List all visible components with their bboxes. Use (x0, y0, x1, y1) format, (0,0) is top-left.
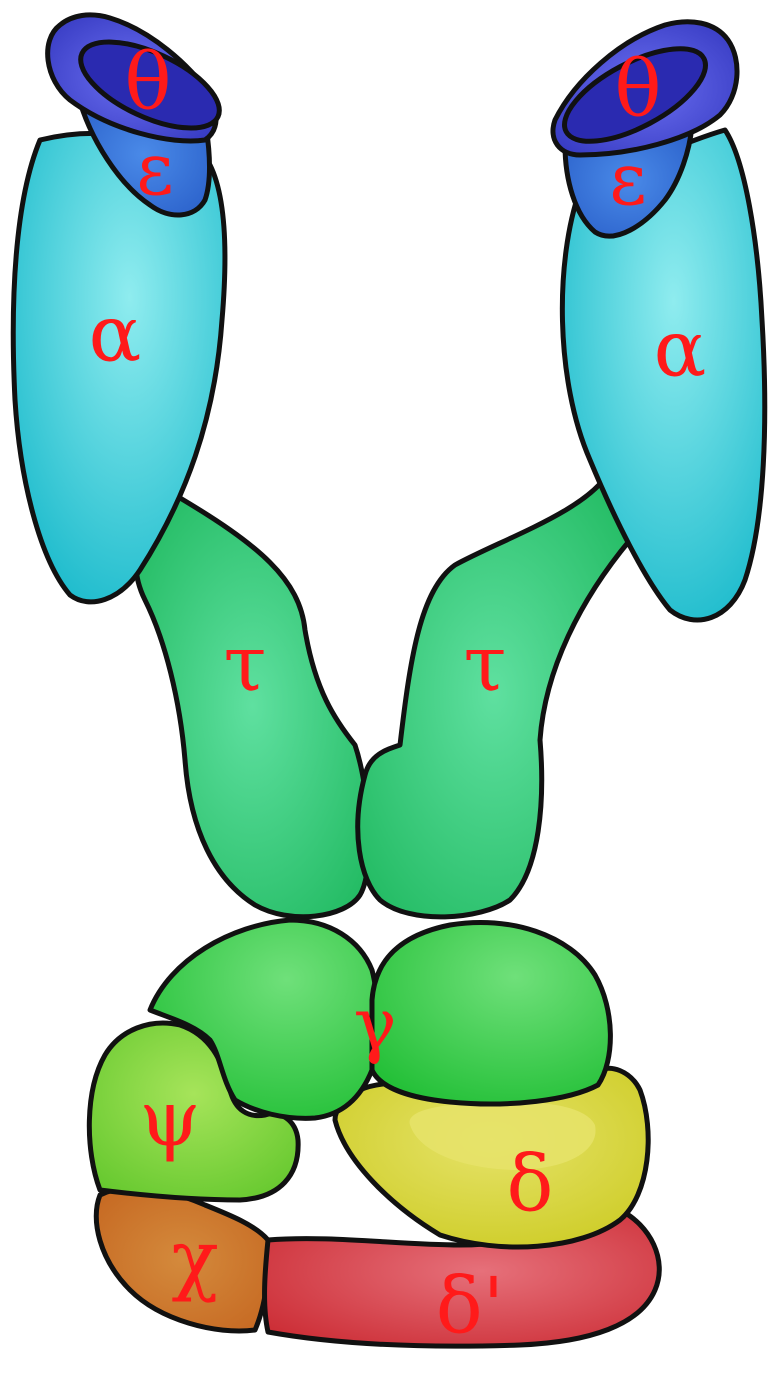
epsilon-right-label: ε (609, 137, 646, 221)
theta-right-label: θ (615, 45, 662, 135)
theta-left-inner (78, 39, 222, 131)
tau-right-subunit (355, 467, 633, 920)
delta-label: δ (507, 1140, 554, 1230)
epsilon-left-label: ε (136, 127, 173, 211)
theta-right-inner (562, 46, 708, 144)
tau-left-subunit (133, 492, 372, 920)
gamma-label: γ (353, 982, 396, 1066)
alpha-right-label: α (654, 305, 707, 395)
tau-left-label: τ (223, 620, 266, 710)
delta-inner-highlight (409, 1101, 596, 1170)
chi-label: χ (171, 1215, 218, 1305)
alpha-right-subunit (559, 127, 768, 623)
gamma-right-lobe (369, 920, 613, 1107)
alpha-left-label: α (89, 290, 142, 380)
theta-left-label: θ (125, 38, 172, 128)
psi-label: ψ (139, 1075, 200, 1165)
delta-prime-label: δ' (436, 1262, 504, 1352)
gamma-left-lobe (147, 917, 380, 1121)
tau-right-label: τ (463, 620, 506, 710)
psi-subunit (86, 1020, 301, 1203)
